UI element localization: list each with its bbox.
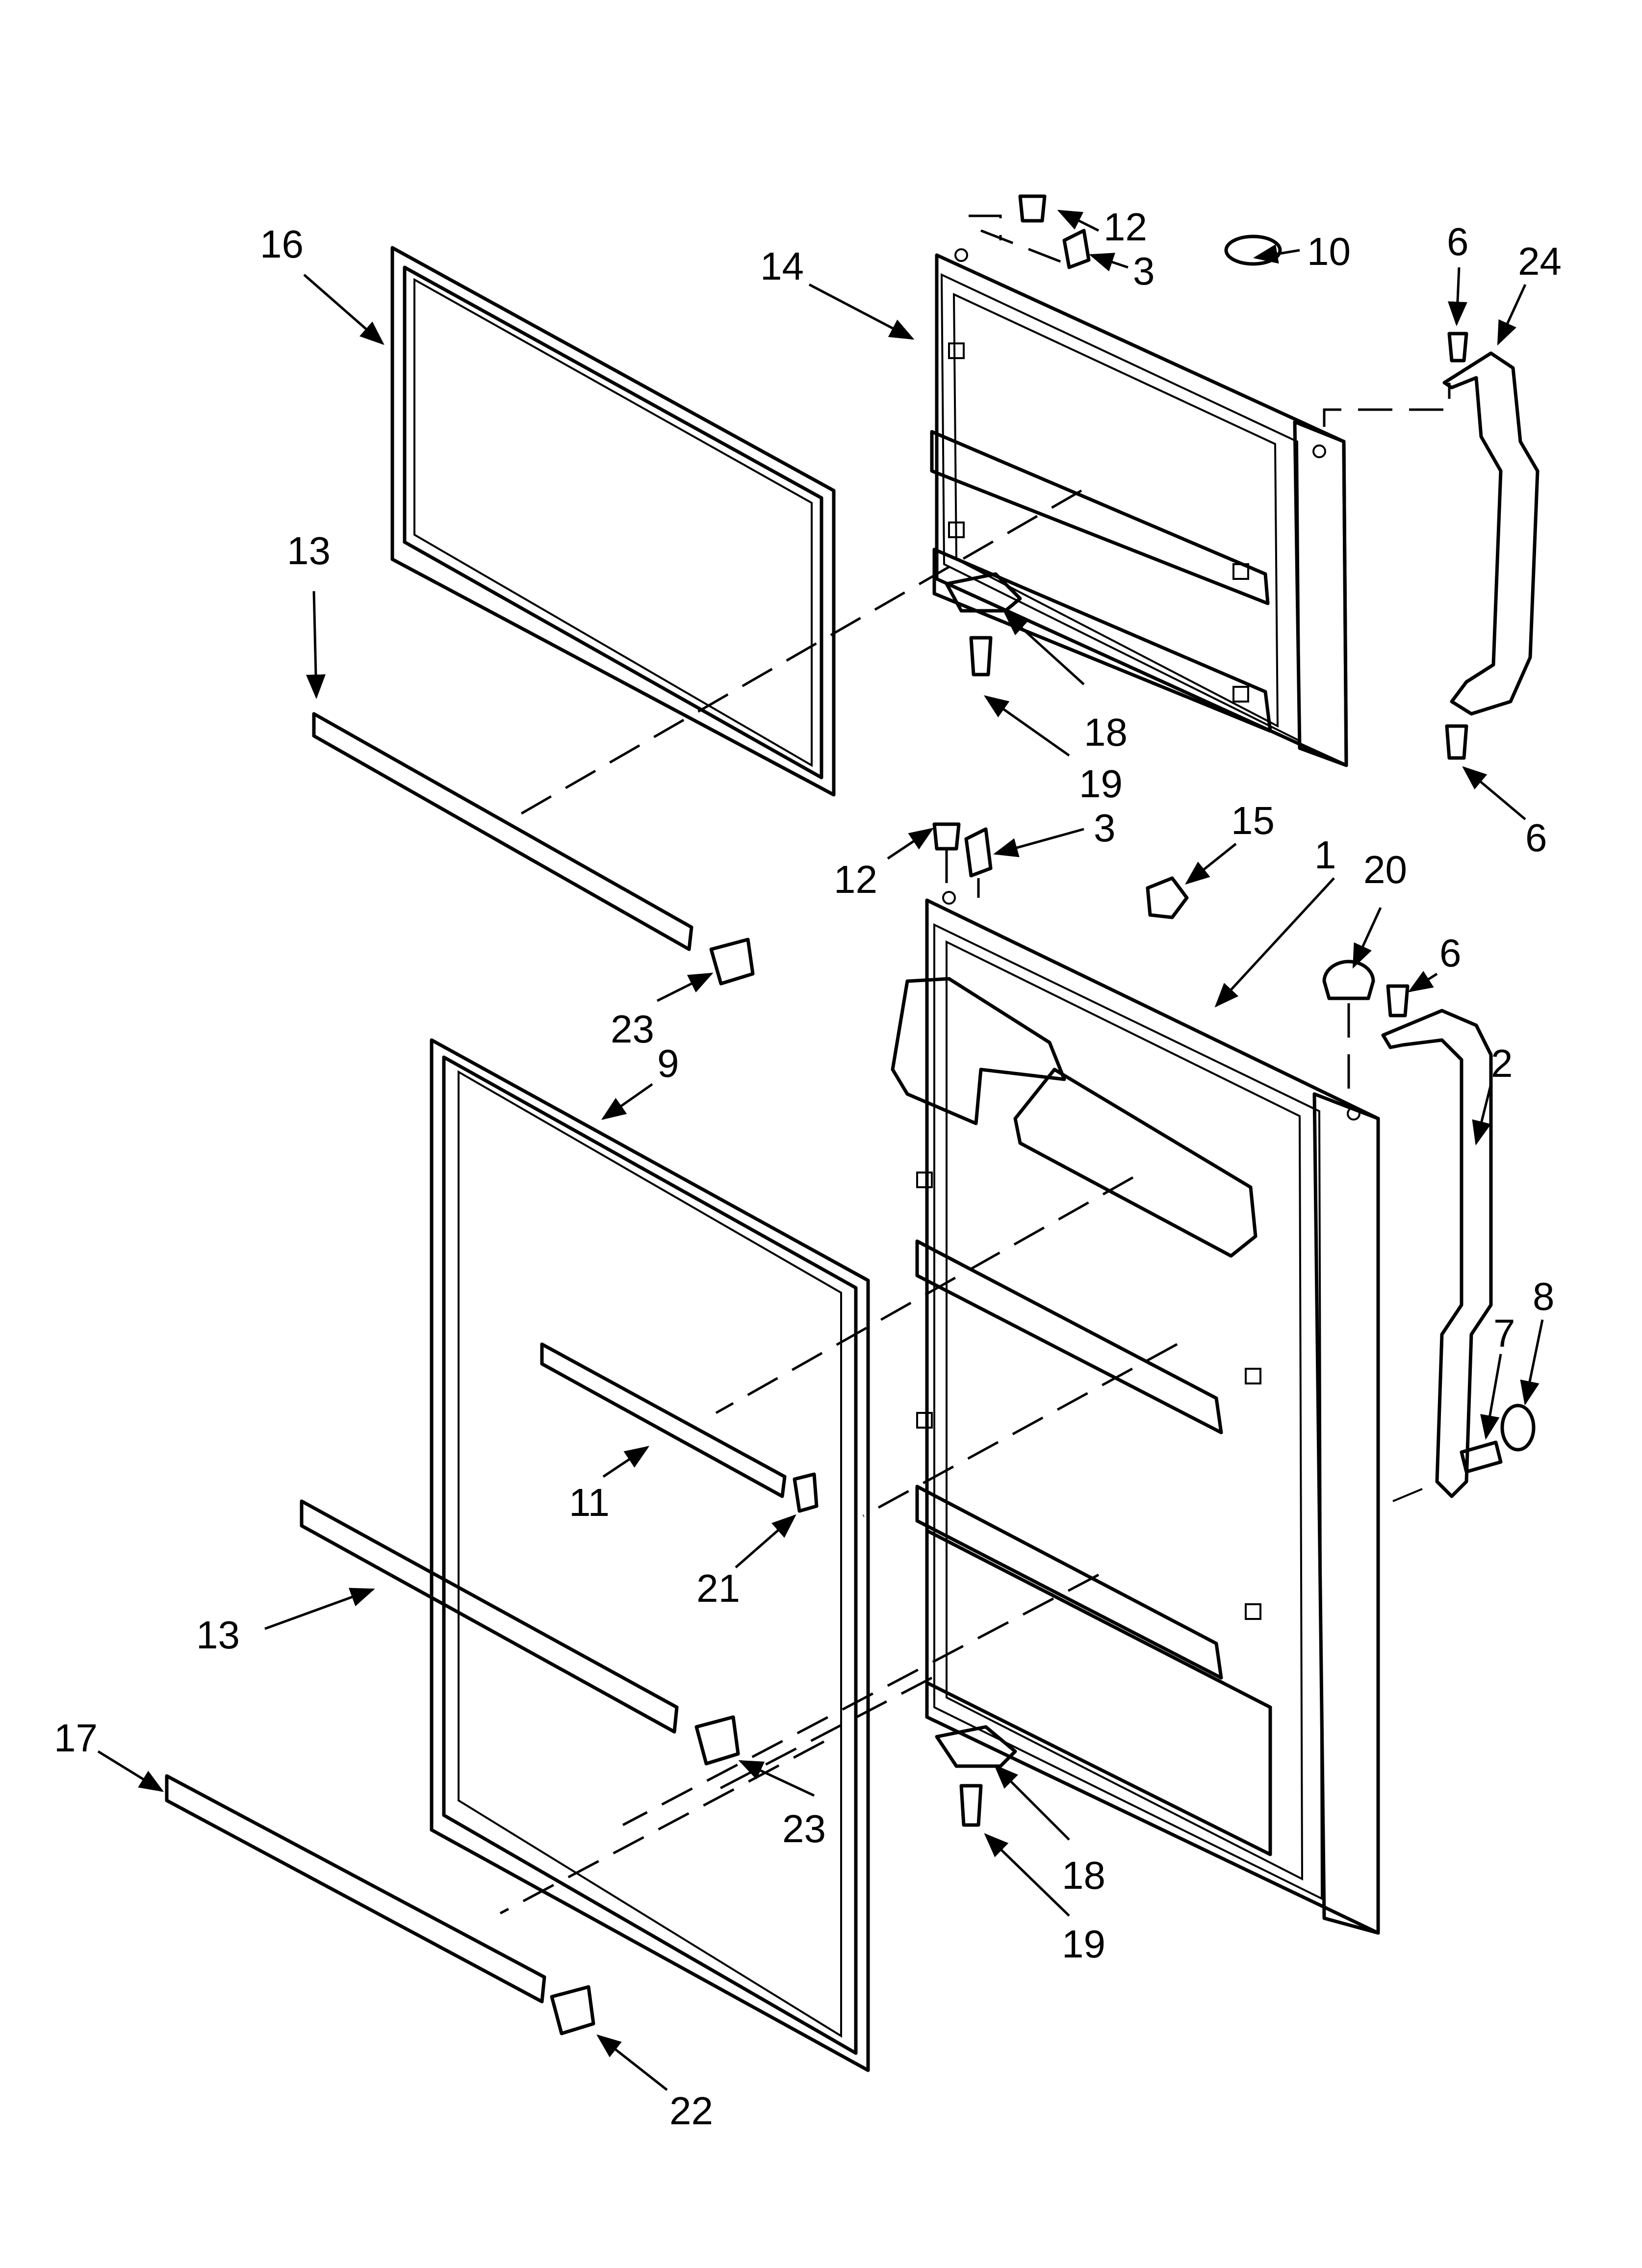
- callout-8: 8: [1533, 1275, 1555, 1318]
- callout-6-right: 6: [1525, 816, 1547, 860]
- freezer-door: [930, 248, 1348, 767]
- handle-screw-bottom: [1445, 724, 1468, 760]
- callout-2: 2: [1491, 1042, 1513, 1085]
- fresh-food-door-trim: [300, 1499, 740, 1766]
- callout-9: 9: [657, 1042, 679, 1085]
- fresh-food-door-gasket: [430, 1038, 870, 2072]
- callout-17: 17: [54, 1716, 98, 1760]
- callout-10: 10: [1307, 230, 1351, 273]
- fresh-food-top-hardware: [932, 822, 1375, 1099]
- door-stop: [1146, 876, 1189, 919]
- hole-plug: [1224, 235, 1282, 266]
- callout-13-top: 13: [287, 529, 331, 573]
- fresh-food-door: [891, 891, 1380, 1935]
- callout-24: 24: [1518, 239, 1562, 283]
- callout-19-bottom: 19: [1062, 1922, 1105, 1966]
- callout-21: 21: [696, 1566, 740, 1610]
- hinge-hole-plug: [1322, 960, 1375, 1000]
- callout-23-bottom: 23: [782, 1807, 826, 1851]
- handle-screw-side: [1460, 1440, 1503, 1474]
- callout-22: 22: [669, 2089, 713, 2133]
- freezer-door-trim: [312, 712, 755, 986]
- bottom-door-trim: [165, 1774, 595, 2035]
- callout-19-top: 19: [1079, 762, 1123, 806]
- freezer-bottom-hinge: [945, 572, 1022, 677]
- trim-end-cap-top: [709, 938, 755, 986]
- trim-clip: [793, 1472, 819, 1513]
- callout-1: 1: [1314, 833, 1336, 877]
- callout-18-bottom: 18: [1062, 1853, 1105, 1897]
- callout-3-top: 3: [1133, 249, 1155, 293]
- callout-6-mid: 6: [1439, 931, 1462, 975]
- handle-screw-top: [1447, 332, 1468, 363]
- callout-14: 14: [760, 244, 804, 288]
- freezer-handle: [1323, 332, 1539, 760]
- hinge-pin-top: [1018, 194, 1047, 223]
- callout-7: 7: [1493, 1311, 1515, 1355]
- callout-13-bottom: 13: [196, 1613, 240, 1657]
- callout-leaders: [97, 209, 1544, 2091]
- callout-3-mid: 3: [1094, 806, 1116, 850]
- trim-end-cap-middle: [694, 1715, 740, 1766]
- trim-end-cap-bottom: [550, 1985, 595, 2035]
- callout-12-mid: 12: [834, 858, 877, 901]
- fresh-food-bottom-hinge: [935, 1725, 1017, 1827]
- callout-12-top: 12: [1103, 205, 1147, 249]
- callout-6-top: 6: [1447, 220, 1469, 263]
- freezer-door-gasket: [390, 246, 836, 797]
- handle-screw-cover: [1500, 1404, 1536, 1452]
- freezer-top-hardware: [969, 194, 1282, 269]
- callout-23-top: 23: [611, 1007, 654, 1051]
- callout-16: 16: [260, 222, 304, 266]
- callout-15: 15: [1231, 799, 1275, 842]
- screw-top: [1062, 229, 1091, 269]
- callout-numbers: 16 13 14 12 3 10 6 24 18 19 6 12 3 15 1 …: [54, 205, 1562, 2133]
- callout-20: 20: [1363, 848, 1407, 891]
- handle-screw-top: [1386, 984, 1410, 1017]
- callout-18-top: 18: [1084, 710, 1128, 754]
- center-trim: [540, 1342, 819, 1513]
- callout-11: 11: [569, 1481, 610, 1524]
- fresh-food-handle: [1381, 984, 1536, 1502]
